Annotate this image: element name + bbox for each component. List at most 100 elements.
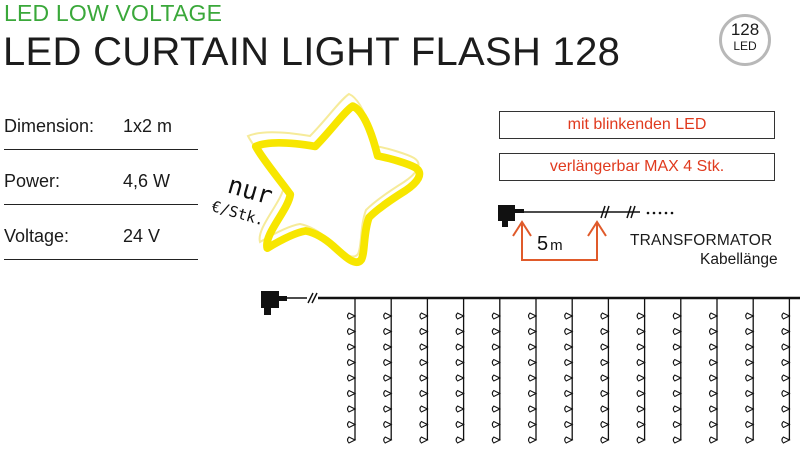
spec-label: Dimension:	[4, 116, 95, 136]
led-bulb-icon	[346, 358, 357, 367]
led-bulb-icon	[745, 312, 755, 320]
led-bulb-icon	[745, 327, 755, 336]
led-bulb-icon	[527, 420, 538, 429]
led-bulb-icon	[600, 358, 610, 367]
led-bulb-icon	[419, 405, 429, 413]
led-bulb-icon	[708, 343, 719, 351]
led-bulb-icon	[672, 374, 683, 382]
led-bulb-icon	[600, 312, 610, 320]
led-bulb-icon	[781, 374, 791, 382]
led-bulb-icon	[672, 358, 683, 367]
led-bulb-icon	[600, 374, 610, 382]
led-bulb-icon	[672, 343, 683, 351]
led-bulb-icon	[708, 327, 719, 336]
led-bulb-icon	[455, 405, 465, 413]
led-bulb-icon	[781, 358, 791, 367]
led-bulb-icon	[636, 405, 646, 413]
led-bulb-icon	[383, 343, 393, 351]
led-bulb-icon	[346, 374, 357, 382]
led-bulb-icon	[455, 343, 465, 351]
led-bulb-icon	[491, 405, 502, 413]
led-bulb-icon	[491, 312, 502, 320]
led-bulb-icon	[745, 358, 755, 367]
cable-length-label: Kabellänge	[700, 251, 778, 268]
led-bulb-icon	[781, 420, 791, 429]
led-bulb-icon	[455, 436, 465, 444]
led-bulb-icon	[708, 389, 719, 398]
led-bulb-icon	[708, 374, 719, 382]
led-bulb-icon	[564, 405, 574, 413]
led-bulb-icon	[708, 312, 719, 320]
led-bulb-icon	[745, 436, 755, 444]
led-bulb-icon	[419, 420, 429, 429]
led-bulb-icon	[455, 420, 465, 429]
led-bulb-icon	[383, 374, 393, 382]
led-bulb-icon	[600, 343, 610, 351]
led-bulb-icon	[383, 436, 393, 444]
led-bulb-icon	[781, 327, 791, 336]
spec-divider	[4, 204, 198, 205]
led-bulb-icon	[745, 405, 755, 413]
led-bulb-icon	[527, 374, 538, 382]
led-bulb-icon	[346, 343, 357, 351]
transformer-plug-icon	[498, 205, 524, 227]
led-bulb-icon	[781, 389, 791, 398]
led-bulb-icon	[636, 327, 646, 336]
led-bulb-icon	[491, 436, 502, 444]
led-bulb-icon	[781, 405, 791, 413]
led-bulb-icon	[346, 420, 357, 429]
led-bulb-icon	[636, 374, 646, 382]
led-bulb-icon	[636, 358, 646, 367]
led-bulb-icon	[781, 312, 791, 320]
led-bulb-icon	[346, 312, 357, 320]
led-bulb-icon	[600, 405, 610, 413]
feature-box-flashing: mit blinkenden LED	[499, 111, 775, 139]
led-bulb-icon	[600, 389, 610, 398]
led-bulb-icon	[491, 343, 502, 351]
led-bulb-icon	[564, 327, 574, 336]
led-bulb-icon	[383, 420, 393, 429]
transformer-plug-icon	[261, 291, 287, 315]
spec-divider	[4, 259, 198, 260]
arrow-up-icon	[512, 220, 607, 261]
transformer-label: TRANSFORMATOR	[630, 232, 773, 249]
led-bulb-icon	[708, 420, 719, 429]
led-bulb-icon	[527, 327, 538, 336]
spec-value: 24 V	[123, 226, 161, 246]
led-bulb-icon	[636, 436, 646, 444]
led-bulb-icon	[455, 374, 465, 382]
led-bulb-icon	[491, 327, 502, 336]
led-bulb-icon	[383, 358, 393, 367]
led-bulb-icon	[419, 312, 429, 320]
led-bulb-icon	[564, 436, 574, 444]
led-bulb-icon	[745, 343, 755, 351]
led-bulb-icon	[672, 312, 683, 320]
led-bulb-icon	[455, 358, 465, 367]
led-count-badge: 128 LED	[719, 14, 771, 66]
curtain-light-diagram	[261, 291, 800, 444]
led-bulb-icon	[636, 343, 646, 351]
led-bulb-icon	[455, 327, 465, 336]
led-bulb-icon	[564, 420, 574, 429]
cable-length-number: 5	[537, 233, 549, 255]
led-bulb-icon	[745, 420, 755, 429]
led-bulb-icon	[672, 327, 683, 336]
led-bulb-icon	[527, 436, 538, 444]
spec-row-dimension: Dimension: 1x2 m	[4, 116, 198, 150]
led-bulb-icon	[383, 389, 393, 398]
led-bulb-icon	[527, 389, 538, 398]
led-bulb-icon	[346, 389, 357, 398]
led-bulb-icon	[672, 405, 683, 413]
led-bulb-icon	[455, 389, 465, 398]
led-bulb-icon	[383, 312, 393, 320]
led-bulb-icon	[564, 343, 574, 351]
led-bulb-icon	[672, 420, 683, 429]
led-count-value: 128	[730, 20, 760, 39]
led-bulb-icon	[672, 436, 683, 444]
led-bulb-icon	[564, 389, 574, 398]
spec-row-voltage: Voltage: 24 V	[4, 226, 198, 260]
product-title: LED CURTAIN LIGHT FLASH 128	[3, 30, 621, 74]
led-bulb-icon	[600, 436, 610, 444]
led-bulb-icon	[419, 327, 429, 336]
